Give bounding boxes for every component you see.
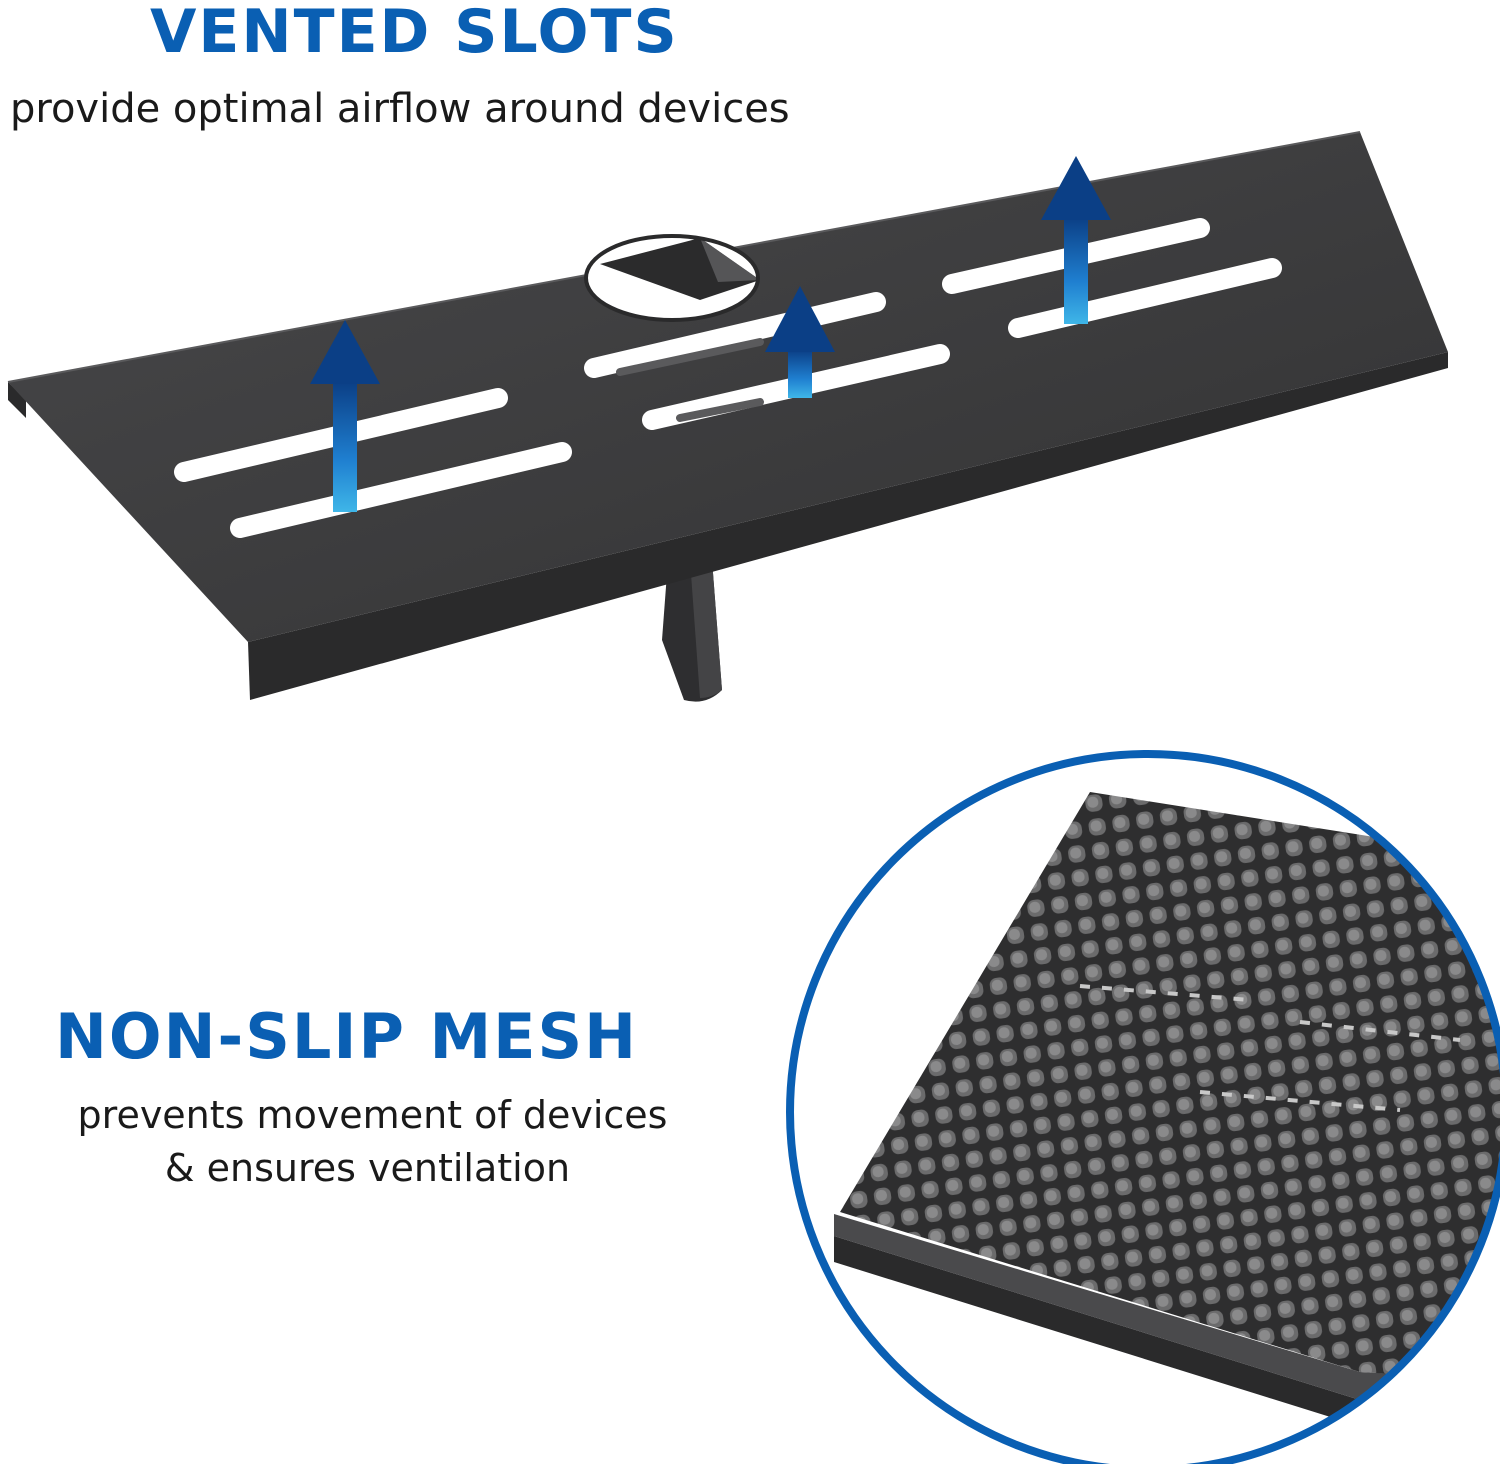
non-slip-mesh-title: NON-SLIP MESH (55, 1000, 639, 1073)
mesh-closeup (786, 750, 1500, 1464)
shelf-stem (662, 560, 722, 702)
mount-hole (584, 234, 760, 322)
arrow-up-icon (765, 286, 835, 398)
vented-shelf (7, 131, 1448, 700)
vented-slots-subtitle: provide optimal airflow around devices (10, 86, 790, 132)
mesh-subtitle-line-2: & ensures ventilation (164, 1146, 571, 1190)
mesh-subtitle-line-1: prevents movement of devices (77, 1093, 668, 1137)
vented-slots-title: VENTED SLOTS (150, 0, 679, 67)
arrow-up-icon (310, 320, 380, 512)
closeup-border (786, 750, 1500, 1464)
arrow-up-icon (1041, 156, 1111, 324)
